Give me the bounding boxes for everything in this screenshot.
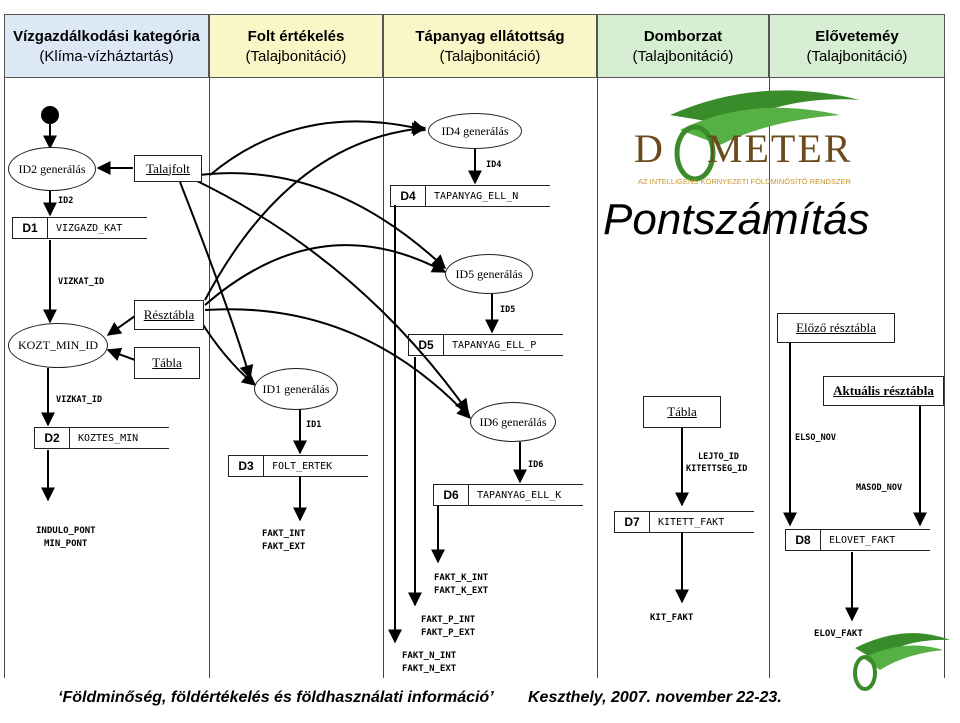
- footer-conference: ‘Földminőség, földértékelés és földhaszn…: [58, 689, 494, 706]
- lane-header-tapanyag: Tápanyag ellátottság (Talajbonitáció): [383, 14, 597, 78]
- flow-label: ID5: [500, 305, 516, 315]
- process-kozt-min-id: KOZT_MIN_ID: [8, 323, 108, 368]
- small-leaf-logo: [853, 633, 950, 691]
- store-id: D7: [614, 512, 650, 532]
- lane-divider: [769, 78, 770, 678]
- store-id: D6: [433, 485, 469, 505]
- store-name: ELOVET_FAKT: [829, 534, 896, 546]
- store-id: D3: [228, 456, 264, 476]
- lane-subtitle: (Talajbonitáció): [439, 48, 541, 65]
- lane-title: Előveteméy: [815, 28, 899, 45]
- store-id: D8: [785, 530, 821, 550]
- logo-tagline: AZ INTELLIGENS KÖRNYEZETI FÖLDMINŐSÍTŐ R…: [638, 177, 851, 186]
- output-elov-fakt: ELOV_FAKT: [814, 629, 863, 639]
- lane-header-elovetemeny: Előveteméy (Talajbonitáció): [769, 14, 945, 78]
- output-fakt-k: FAKT_K_INT FAKT_K_EXT: [434, 572, 488, 598]
- lane-divider: [597, 78, 598, 678]
- store-name: KITETT_FAKT: [658, 516, 725, 528]
- output-fakt: FAKT_INT FAKT_EXT: [262, 528, 305, 554]
- process-id1-generalas: ID1 generálás: [254, 368, 338, 410]
- entity-aktualis-resztabla: Aktuális résztábla: [823, 376, 944, 406]
- logo-text-left: D: [634, 126, 665, 171]
- start-node: [41, 106, 59, 124]
- store-d5: D5 TAPANYAG_ELL_P: [408, 334, 563, 356]
- entity-talajfolt: Talajfolt: [134, 155, 202, 182]
- lane-divider: [4, 78, 5, 678]
- output-line: FAKT_INT: [262, 529, 306, 539]
- output-line: FAKT_P_EXT: [421, 628, 476, 638]
- entity-resztabla: Résztábla: [134, 300, 204, 330]
- store-d8: D8 ELOVET_FAKT: [785, 529, 930, 551]
- flow-label: ID4: [486, 160, 502, 170]
- flow-label: ID1: [306, 420, 322, 430]
- store-d6: D6 TAPANYAG_ELL_K: [433, 484, 583, 506]
- output-line: FAKT_K_EXT: [434, 586, 489, 596]
- output-line: FAKT_K_INT: [434, 573, 489, 583]
- output-line: FAKT_N_EXT: [402, 664, 457, 674]
- page-title: Pontszámítás: [603, 195, 870, 244]
- lane-title: Domborzat: [643, 28, 723, 45]
- lane-title: Folt értékelés: [247, 28, 345, 45]
- process-id2-generalas: ID2 generálás: [8, 147, 96, 191]
- store-d4: D4 TAPANYAG_ELL_N: [390, 185, 550, 207]
- output-line: FAKT_EXT: [262, 542, 306, 552]
- process-id4-generalas: ID4 generálás: [428, 113, 522, 149]
- lane-subtitle: (Talajbonitáció): [632, 48, 734, 65]
- store-name: KOZTES_MIN: [78, 432, 139, 444]
- lane-divider: [944, 78, 945, 678]
- flow-label: VIZKAT_ID: [56, 395, 103, 405]
- store-name: VIZGAZD_KAT: [56, 222, 123, 234]
- process-id6-generalas: ID6 generálás: [470, 402, 556, 442]
- output-line: MIN_PONT: [44, 539, 88, 549]
- lane-header-folt: Folt értékelés (Talajbonitáció): [209, 14, 383, 78]
- store-d3: D3 FOLT_ERTEK: [228, 455, 368, 477]
- store-id: D4: [390, 186, 426, 206]
- flow-label: LEJTO_ID: [698, 452, 739, 462]
- flow-label: KITETTSEG_ID: [686, 464, 748, 474]
- flow-label: ID2: [58, 196, 74, 206]
- store-id: D5: [408, 335, 444, 355]
- footer: ‘Földminőség, földértékelés és földhaszn…: [0, 686, 960, 716]
- entity-tabla: Tábla: [134, 347, 200, 379]
- output-indulo-pont: INDULO_PONT MIN_PONT: [36, 525, 96, 551]
- store-id: D1: [12, 218, 48, 238]
- process-id5-generalas: ID5 generálás: [445, 254, 533, 294]
- output-line: FAKT_P_INT: [421, 615, 476, 625]
- output-fakt-p: FAKT_P_INT FAKT_P_EXT: [421, 614, 475, 640]
- store-name: TAPANYAG_ELL_N: [434, 190, 519, 202]
- output-fakt-n: FAKT_N_INT FAKT_N_EXT: [402, 650, 456, 676]
- logo-text-right: METER: [706, 126, 853, 171]
- entity-elozo-resztabla: Előző résztábla: [777, 313, 895, 343]
- flow-label: VIZKAT_ID: [58, 277, 105, 287]
- store-name: FOLT_ERTEK: [272, 460, 333, 472]
- store-d1: D1 VIZGAZD_KAT: [12, 217, 147, 239]
- flow-label: ELSO_NOV: [795, 433, 836, 443]
- lane-header-vizgazdalkodas: Vízgazdálkodási kategória (Klíma-vízházt…: [4, 14, 209, 78]
- leaf-logo-graphic: [670, 90, 860, 182]
- output-line: INDULO_PONT: [36, 526, 96, 536]
- lane-divider: [383, 78, 384, 678]
- footer-date: Keszthely, 2007. november 22-23.: [528, 689, 782, 706]
- store-id: D2: [34, 428, 70, 448]
- lane-title: Tápanyag ellátottság: [415, 28, 565, 45]
- lane-divider: [209, 78, 210, 678]
- lane-subtitle: (Talajbonitáció): [245, 48, 347, 65]
- store-name: TAPANYAG_ELL_K: [477, 489, 562, 501]
- store-d2: D2 KOZTES_MIN: [34, 427, 169, 449]
- lane-header-domborzat: Domborzat (Talajbonitáció): [597, 14, 769, 78]
- flow-label: ID6: [528, 460, 544, 470]
- lane-subtitle: (Klíma-vízháztartás): [39, 48, 174, 65]
- store-name: TAPANYAG_ELL_P: [452, 339, 537, 351]
- lane-subtitle: (Talajbonitáció): [806, 48, 908, 65]
- entity-tabla-domborzat: Tábla: [643, 396, 721, 428]
- output-line: FAKT_N_INT: [402, 651, 457, 661]
- store-d7: D7 KITETT_FAKT: [614, 511, 754, 533]
- output-kit-fakt: KIT_FAKT: [650, 613, 694, 623]
- flow-label: MASOD_NOV: [856, 483, 903, 493]
- lane-title: Vízgazdálkodási kategória: [13, 28, 200, 45]
- demeter-logo: D METER AZ INTELLIGENS KÖRNYEZETI FÖLDMIN…: [610, 85, 900, 195]
